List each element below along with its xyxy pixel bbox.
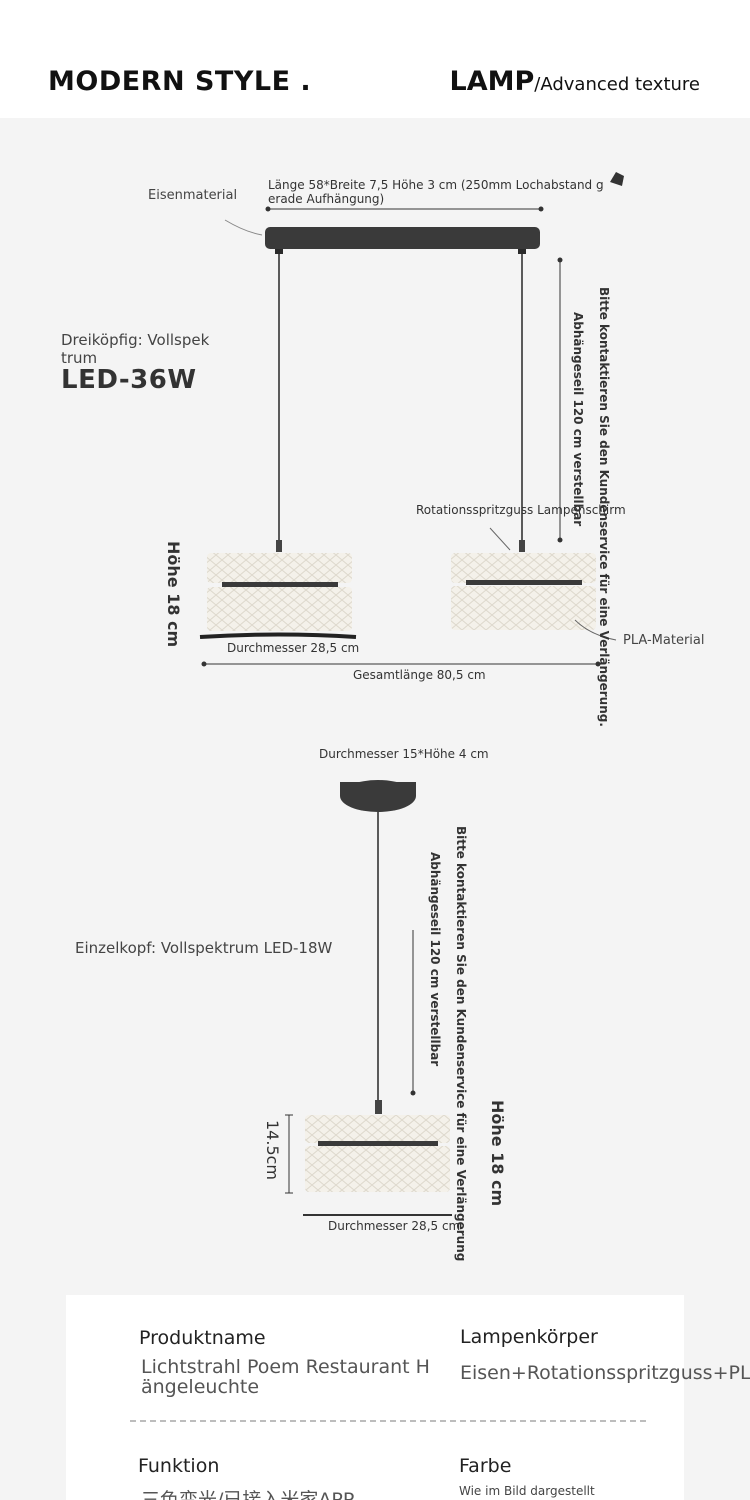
- material-leader: [224, 219, 263, 236]
- single-contact-note: Bitte kontaktieren Sie den Kundenservice…: [454, 826, 468, 1262]
- cable-adjust-label: Abhängeseil 120 cm verstellbar: [571, 312, 585, 527]
- total-length-label: Gesamtlänge 80,5 cm: [353, 668, 486, 682]
- head-count-label: Dreiköpfig: Vollspek trum: [61, 331, 209, 367]
- lamp-body-value: Eisen+Rotationsspritzguss+PLA: [460, 1362, 750, 1384]
- single-height-label: Höhe 18 cm: [488, 1100, 507, 1207]
- total-length-dimension: [201, 661, 601, 667]
- lamp-title-sub: /Advanced texture: [534, 74, 700, 95]
- rotation-label: Rotationsspritzguss Lampenschirm: [416, 503, 626, 517]
- bar-dimensions-line2: erade Aufhängung): [268, 192, 385, 206]
- header-bar: MODERN STYLE . LAMP/Advanced texture: [0, 0, 750, 118]
- function-value: 三色变光/已接入米家APP: [141, 1489, 355, 1500]
- modern-style-title: MODERN STYLE .: [48, 66, 312, 97]
- cable-adjust-dimension: [557, 257, 563, 543]
- head-count-line2: trum: [61, 349, 98, 367]
- lamp-title-main: LAMP: [449, 66, 535, 97]
- material-label: Eisenmaterial: [148, 188, 238, 203]
- decor-icon: [610, 172, 624, 186]
- iron-bar-canopy: [265, 227, 540, 249]
- inner-height-dimension: [285, 1114, 293, 1194]
- single-head-label: Einzelkopf: Vollspektrum LED-18W: [75, 939, 333, 957]
- head-count-line1: Dreiköpfig: Vollspek: [61, 331, 210, 349]
- inner-height-label: 14.5cm: [263, 1120, 282, 1181]
- product-name-line2: ängeleuchte: [141, 1376, 260, 1398]
- canopy-dimensions: Durchmesser 15*Höhe 4 cm: [319, 747, 489, 761]
- bar-dimensions-line1: Länge 58*Breite 7,5 Höhe 3 cm (250mm Loc…: [268, 178, 604, 192]
- lamp-shade-single: [305, 1100, 450, 1192]
- color-label: Farbe: [459, 1455, 512, 1477]
- lamp-body-label: Lampenkörper: [460, 1326, 598, 1348]
- bar-dimensions: Länge 58*Breite 7,5 Höhe 3 cm (250mm Loc…: [268, 178, 604, 206]
- diameter-label: Durchmesser 28,5 cm: [227, 641, 360, 655]
- height-label: Höhe 18 cm: [164, 541, 183, 648]
- contact-note: Bitte kontaktieren Sie den Kundenservice…: [597, 287, 611, 727]
- color-value: Wie im Bild dargestellt: [459, 1484, 595, 1498]
- lamp-title: LAMP/Advanced texture: [450, 66, 700, 97]
- single-cable-adjust: Abhängeseil 120 cm verstellbar: [428, 852, 442, 1067]
- lamp-shade-right: [451, 540, 596, 630]
- spec-card: Produktname Lichtstrahl Poem Restaurant …: [66, 1295, 750, 1500]
- lamp-shade-left: [199, 540, 357, 639]
- single-cable-dimension: [410, 930, 416, 1096]
- product-name-label: Produktname: [139, 1327, 266, 1349]
- rotation-leader: [489, 527, 511, 551]
- dashed-divider: [130, 1420, 646, 1422]
- lamp-diagram: [199, 172, 624, 1216]
- pla-label: PLA-Material: [623, 633, 705, 648]
- led-power-label: LED-36W: [61, 365, 197, 395]
- product-name-value: Lichtstrahl Poem Restaurant H ängeleucht…: [141, 1357, 430, 1397]
- bar-width-dimension: [265, 206, 544, 212]
- product-name-line1: Lichtstrahl Poem Restaurant H: [141, 1356, 430, 1378]
- single-diameter-label: Durchmesser 28,5 cm: [328, 1219, 461, 1233]
- pla-leader: [574, 619, 617, 641]
- function-label: Funktion: [138, 1455, 220, 1477]
